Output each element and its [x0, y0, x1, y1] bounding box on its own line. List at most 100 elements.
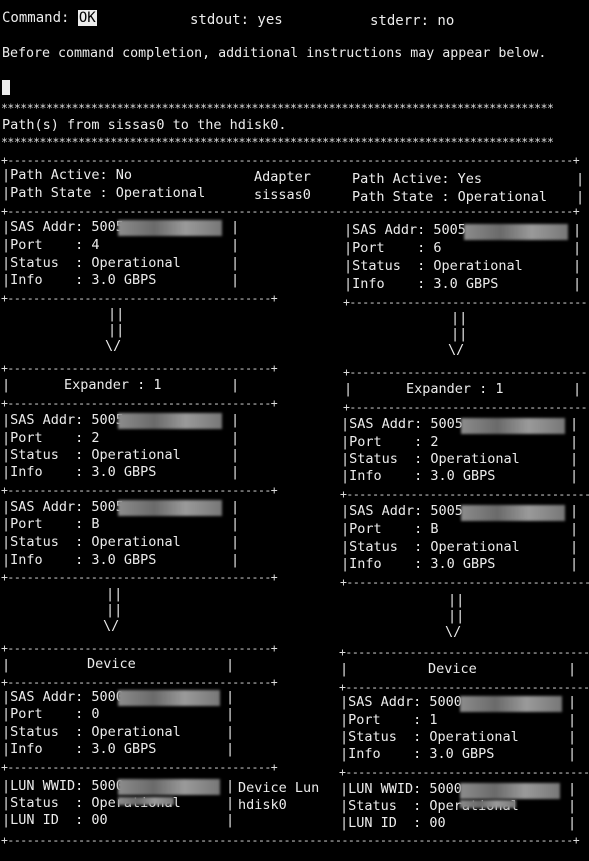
border-pipe: |: [570, 434, 579, 450]
lun-wwid: |LUN WWID: 5000: [2, 778, 124, 794]
box-rule: +---------------------------------------…: [343, 295, 589, 309]
link-info: |Info : 3.0 GBPS: [344, 276, 499, 292]
port-status: |Status : Operational: [2, 255, 181, 271]
stdout-status: stdout: yes: [190, 12, 283, 28]
port-number: |Port : 1: [340, 712, 438, 728]
port-number: |Port : 0: [2, 706, 100, 722]
link-info: |Info : 3.0 GBPS: [2, 272, 157, 288]
border-pipe: |: [2, 657, 11, 673]
left-expander-title: Expander : 1: [64, 377, 162, 393]
border-pipe: |: [226, 795, 235, 811]
right-device-title: Device: [428, 661, 477, 677]
port-number: |Port : 4: [2, 237, 100, 253]
border-pipe: |: [570, 451, 579, 467]
box-rule: +---------------------------------------…: [1, 291, 278, 305]
box-rule: +---------------------------------------…: [1, 361, 278, 375]
port-status: |Status : Operational: [2, 447, 181, 463]
border-pipe: |: [573, 381, 582, 397]
left-device-title: Device: [87, 656, 136, 672]
connector-line: ||: [448, 608, 465, 624]
separator-top: +---------------------------------------…: [1, 153, 580, 167]
command-status-value: OK: [77, 10, 97, 26]
border-pipe: |: [576, 189, 585, 205]
border-pipe: |: [231, 237, 240, 253]
border-pipe: |: [568, 712, 577, 728]
link-info: |Info : 3.0 GBPS: [2, 741, 157, 757]
box-rule: +---------------------------------------…: [339, 680, 589, 694]
redacted-status: [118, 797, 174, 805]
lun-id: |LUN ID : 00: [2, 812, 108, 828]
port-status: |Status : Operational: [341, 451, 520, 467]
connector-line: ||: [448, 592, 465, 608]
box-rule: +---------------------------------------…: [343, 400, 589, 414]
box-rule: +---------------------------------------…: [339, 765, 589, 779]
link-info: |Info : 3.0 GBPS: [341, 556, 496, 572]
port-status: |Status : Operational: [344, 258, 523, 274]
redacted-address: [118, 690, 220, 706]
border-pipe: |: [568, 798, 577, 814]
border-pipe: |: [231, 552, 240, 568]
lun-wwid: |LUN WWID: 5000: [340, 781, 462, 797]
instructions-text: Before command completion, additional in…: [2, 46, 547, 61]
port-number: |Port : B: [2, 516, 100, 532]
device-lun-label: Device Lun: [238, 780, 320, 796]
connector-line: ||: [108, 322, 125, 338]
border-pipe: |: [344, 381, 353, 397]
separator-path: +---------------------------------------…: [1, 204, 580, 218]
border-pipe: |: [568, 694, 577, 710]
adapter-name: sissas0: [254, 187, 311, 203]
connector-line: ||: [451, 326, 468, 342]
box-rule: +---------------------------------------…: [339, 645, 589, 659]
border-pipe: |: [226, 689, 235, 705]
border-pipe: |: [226, 724, 235, 740]
border-pipe: |: [573, 240, 582, 256]
border-pipe: |: [573, 222, 582, 238]
border-pipe: |: [568, 729, 577, 745]
border-pipe: |: [340, 661, 349, 677]
right-path-active: Path Active: Yes: [352, 171, 483, 187]
sas-address: |SAS Addr: 5005: [341, 416, 463, 432]
port-number: |Port : 6: [344, 240, 442, 256]
command-status: Command: OK: [2, 10, 97, 26]
border-pipe: |: [226, 778, 235, 794]
border-pipe: |: [570, 539, 579, 555]
sas-address: |SAS Addr: 5000: [2, 689, 124, 705]
border-pipe: |: [568, 815, 577, 831]
border-pipe: |: [573, 276, 582, 292]
border-pipe: |: [231, 272, 240, 288]
border-pipe: |: [231, 219, 240, 235]
link-info: |Info : 3.0 GBPS: [341, 468, 496, 484]
banner-stars-bottom: ****************************************…: [1, 135, 554, 149]
border-pipe: |: [568, 781, 577, 797]
border-pipe: |: [231, 377, 240, 393]
border-pipe: |: [231, 499, 240, 515]
sas-address: |SAS Addr: 5005: [341, 503, 463, 519]
border-pipe: |: [231, 534, 240, 550]
sas-address: |SAS Addr: 5005: [2, 412, 124, 428]
stderr-status: stderr: no: [370, 13, 455, 29]
border-pipe: |: [568, 661, 577, 677]
redacted-status: [460, 800, 516, 808]
sas-address: |SAS Addr: 5000: [340, 694, 462, 710]
connector-line: ||: [108, 306, 125, 322]
redacted-address: [118, 220, 222, 236]
border-pipe: |: [570, 521, 579, 537]
link-info: |Info : 3.0 GBPS: [2, 464, 157, 480]
border-pipe: |: [231, 430, 240, 446]
port-status: |Status : Operational: [340, 729, 519, 745]
box-rule: +---------------------------------------…: [1, 675, 278, 689]
port-number: |Port : 2: [2, 430, 100, 446]
border-pipe: |: [231, 516, 240, 532]
connector-line: ||: [106, 602, 123, 618]
border-pipe: |: [231, 412, 240, 428]
border-pipe: |: [568, 746, 577, 762]
redacted-address: [461, 505, 565, 521]
adapter-label: Adapter: [254, 169, 311, 185]
terminal-cursor: [2, 80, 10, 95]
sas-address: |SAS Addr: 5005: [344, 222, 466, 238]
border-pipe: |: [231, 464, 240, 480]
redacted-address: [118, 500, 222, 516]
border-pipe: |: [226, 812, 235, 828]
box-rule: +---------------------------------------…: [1, 641, 278, 655]
box-rule: +---------------------------------------…: [1, 570, 278, 584]
